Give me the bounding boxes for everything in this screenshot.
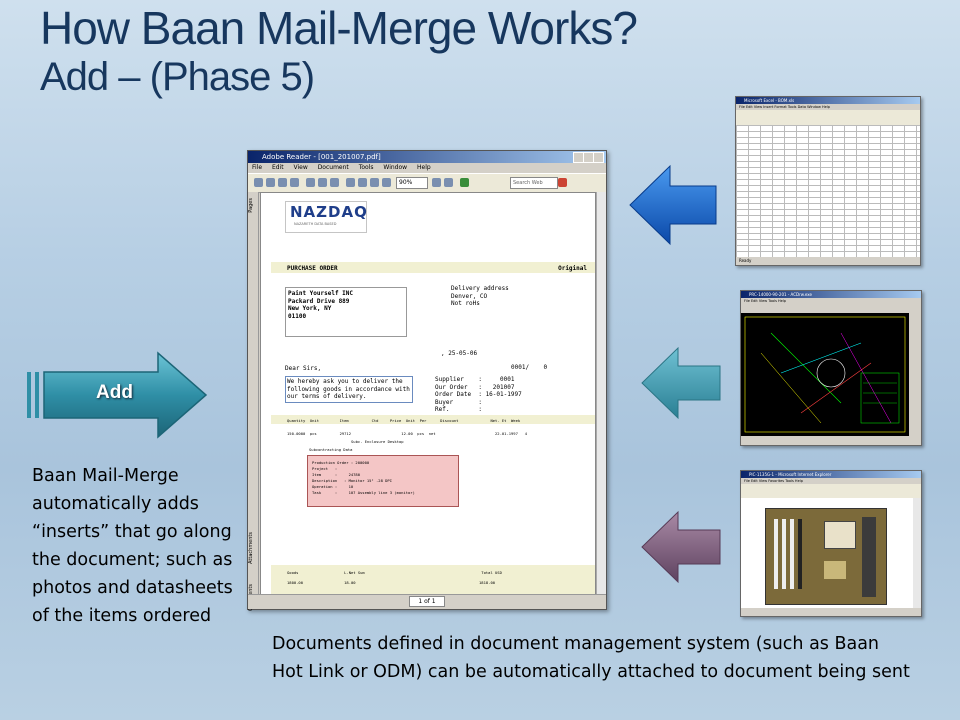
email-icon[interactable] bbox=[290, 178, 299, 187]
title-line-1: How Baan Mail-Merge Works? bbox=[40, 2, 638, 54]
snapshot-icon[interactable] bbox=[330, 178, 339, 187]
menu-tools[interactable]: Tools bbox=[358, 164, 374, 171]
page-indicator[interactable]: 1 of 1 bbox=[409, 596, 445, 607]
browser-content bbox=[741, 498, 913, 608]
line-item: 150.0000 pcs 29712 12.00 pcs net 22-01-1… bbox=[287, 431, 528, 436]
header-band bbox=[271, 262, 595, 273]
adobe-reader-window: Adobe Reader - [001_201007.pdf] File Edi… bbox=[247, 150, 607, 611]
excel-titlebar: Microsoft Excel - BOM.xls bbox=[736, 97, 920, 104]
menu-document[interactable]: Document bbox=[317, 164, 349, 171]
doc-type: PURCHASE ORDER bbox=[287, 265, 338, 272]
tab-pages[interactable]: Pages bbox=[248, 198, 254, 213]
reader-side-panel: Pages Attachments Comments bbox=[248, 192, 259, 611]
hand-icon[interactable] bbox=[306, 178, 315, 187]
add-arrow bbox=[27, 351, 208, 439]
blue-arrow bbox=[629, 164, 717, 246]
side-description: Baan Mail-Merge automatically adds “inse… bbox=[32, 466, 233, 626]
menu-file[interactable]: File bbox=[252, 164, 263, 171]
open-icon[interactable] bbox=[254, 178, 263, 187]
reader-scrollbar[interactable] bbox=[596, 192, 606, 595]
search-web-field[interactable]: Search Web bbox=[510, 177, 558, 189]
reader-toolbar: 90% Search Web bbox=[248, 173, 606, 193]
menu-edit[interactable]: Edit bbox=[271, 164, 284, 171]
yahoo-icon[interactable] bbox=[558, 178, 567, 187]
tab-attachments[interactable]: Attachments bbox=[248, 532, 254, 564]
reader-titlebar: Adobe Reader - [001_201007.pdf] bbox=[248, 151, 606, 163]
menu-help[interactable]: Help bbox=[417, 164, 431, 171]
help-icon[interactable] bbox=[460, 178, 469, 187]
subcontracting-title: Subcontracting Data bbox=[309, 447, 353, 452]
zoom-icon[interactable] bbox=[346, 178, 355, 187]
logo-text: NAZDAQ bbox=[290, 203, 368, 221]
footer-labels: Goods L.Net Sum Total USD bbox=[287, 570, 502, 575]
title-line-2: Add – (Phase 5) bbox=[40, 55, 315, 99]
cad-titlebar: PRC-14000-90-201 - ACDrw.exe bbox=[741, 291, 921, 298]
excel-menubar: File Edit View Insert Format Tools Data … bbox=[736, 104, 920, 110]
cad-toolbar bbox=[741, 304, 921, 313]
order-info: Supplier : 0001 Our Order : 201007 Order… bbox=[435, 376, 522, 413]
cad-side-panel bbox=[909, 313, 921, 436]
add-arrow-label: Add bbox=[96, 382, 133, 403]
fit-width-icon[interactable] bbox=[370, 178, 379, 187]
menu-window[interactable]: Window bbox=[383, 164, 408, 171]
browser-titlebar: PIC-1135G-1 - Microsoft Internet Explore… bbox=[741, 471, 921, 478]
subcontracting-box: Production Order : 200000 Project : Item… bbox=[307, 455, 459, 507]
save-icon[interactable] bbox=[266, 178, 275, 187]
cad-lines bbox=[744, 316, 906, 433]
table-header-band bbox=[271, 415, 595, 424]
footer-values: 1800.00 18.00 1818.00 bbox=[287, 580, 496, 585]
doc-status: Original bbox=[558, 265, 587, 272]
excel-statusbar: Ready bbox=[736, 257, 920, 265]
doc-date: , 25-05-06 bbox=[441, 350, 478, 357]
zoom-out-icon[interactable] bbox=[382, 178, 391, 187]
logo-subtitle: NAZARETH DATA BASED bbox=[294, 222, 337, 226]
browser-scrollbar[interactable] bbox=[913, 498, 921, 608]
mauve-arrow bbox=[641, 510, 721, 584]
browser-thumbnail: PIC-1135G-1 - Microsoft Internet Explore… bbox=[740, 470, 922, 617]
bottom-description: Documents defined in document management… bbox=[272, 634, 910, 682]
excel-thumbnail: Microsoft Excel - BOM.xls File Edit View… bbox=[735, 96, 921, 266]
select-icon[interactable] bbox=[318, 178, 327, 187]
order-reference: 0001/ 0 bbox=[511, 364, 548, 371]
intro-text: We hereby ask you to deliver the followi… bbox=[285, 376, 413, 403]
menu-view[interactable]: View bbox=[293, 164, 308, 171]
zoom-field[interactable]: 90% bbox=[396, 177, 428, 189]
browser-statusbar bbox=[741, 608, 921, 616]
browser-menubar: File Edit View Favorites Tools Help bbox=[741, 478, 921, 484]
footer-band bbox=[271, 565, 595, 594]
address-block: Paint Yourself INC Packard Drive 889 New… bbox=[285, 287, 407, 337]
cad-drawing bbox=[741, 313, 909, 436]
reader-statusbar: 1 of 1 bbox=[248, 594, 606, 609]
teal-arrow bbox=[641, 346, 721, 420]
browser-toolbar bbox=[741, 484, 921, 499]
cad-thumbnail: PRC-14000-90-201 - ACDrw.exe File Edit V… bbox=[740, 290, 922, 446]
fit-page-icon[interactable] bbox=[358, 178, 367, 187]
print-icon[interactable] bbox=[278, 178, 287, 187]
line-description: Subc. Enclosure Desktop bbox=[351, 439, 404, 444]
slide-title: How Baan Mail-Merge Works? Add – (Phase … bbox=[40, 2, 638, 100]
greeting: Dear Sirs, bbox=[285, 365, 322, 372]
delivery-address: Delivery address Denver, CO Not roHs bbox=[451, 285, 509, 307]
reader-menubar: File Edit View Document Tools Window Hel… bbox=[248, 163, 606, 173]
reader-title: Adobe Reader - [001_201007.pdf] bbox=[262, 153, 381, 161]
subcontracting-data: Production Order : 200000 Project : Item… bbox=[312, 460, 415, 495]
table-header: Quantity Unit Item Ctd Price Unit Per Di… bbox=[287, 418, 521, 423]
cad-statusbar bbox=[741, 436, 921, 445]
rotate-icon[interactable] bbox=[444, 178, 453, 187]
nazdaq-logo: NAZDAQ NAZARETH DATA BASED bbox=[285, 201, 367, 233]
cad-menubar: File Edit View Tools Help bbox=[741, 298, 921, 304]
zoom-in-icon[interactable] bbox=[432, 178, 441, 187]
close-button[interactable] bbox=[593, 152, 604, 163]
motherboard-photo bbox=[765, 508, 887, 605]
document-page: NAZDAQ NAZARETH DATA BASED PURCHASE ORDE… bbox=[260, 192, 596, 595]
excel-toolbar bbox=[736, 110, 920, 125]
excel-grid bbox=[736, 125, 920, 257]
